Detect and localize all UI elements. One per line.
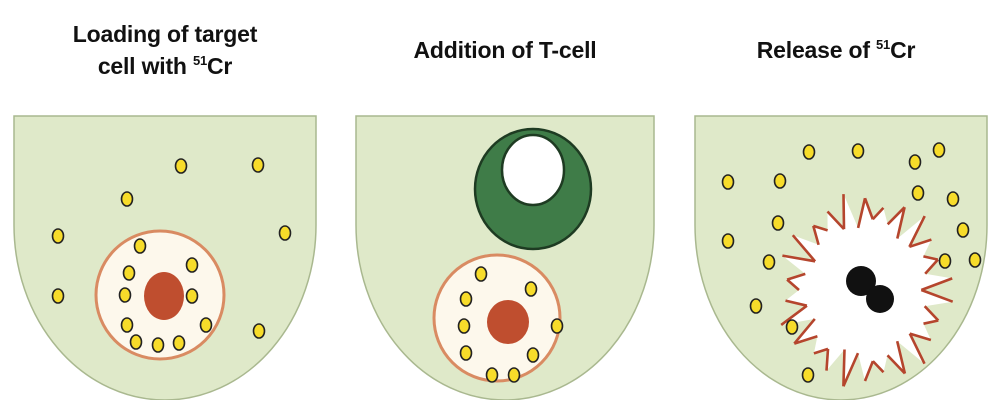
chromium-dot — [174, 336, 185, 350]
isotope-mass: 51 — [193, 53, 207, 68]
chromium-dot — [461, 292, 472, 306]
chromium-dot — [253, 158, 264, 172]
chromium-dot — [487, 368, 498, 382]
chromium-dot — [528, 348, 539, 362]
chromium-dot — [122, 192, 133, 206]
chromium-dot — [948, 192, 959, 206]
chromium-dot — [459, 319, 470, 333]
chromium-dot — [940, 254, 951, 268]
chromium-dot — [153, 338, 164, 352]
chromium-dot — [723, 234, 734, 248]
chromium-dot — [751, 299, 762, 313]
chromium-dot — [804, 145, 815, 159]
chromium-dot — [187, 258, 198, 272]
title-line-1: Addition of T-cell — [340, 34, 670, 66]
title-line-1: Release of 51Cr — [683, 34, 989, 66]
chromium-dot — [775, 174, 786, 188]
chromium-dot — [124, 266, 135, 280]
chromium-dot — [552, 319, 563, 333]
chromium-dot — [853, 144, 864, 158]
chromium-dot — [201, 318, 212, 332]
title-line-1: Loading of target — [0, 18, 330, 50]
panel-addition: Addition of T-cell — [340, 0, 670, 400]
chromium-dot — [787, 320, 798, 334]
chromium-dot — [461, 346, 472, 360]
chromium-dot — [913, 186, 924, 200]
chromium-dot — [723, 175, 734, 189]
chromium-dot — [526, 282, 537, 296]
chromium-dot — [958, 223, 969, 237]
panel-title-addition: Addition of T-cell — [340, 34, 670, 66]
isotope-symbol: Cr — [207, 53, 232, 79]
chromium-dot — [476, 267, 487, 281]
panel-title-loading: Loading of target cell with 51Cr — [0, 18, 330, 82]
chromium-dot — [131, 335, 142, 349]
t-cell — [475, 129, 591, 249]
title-prefix: Release of — [757, 37, 876, 63]
isotope-symbol: Cr — [890, 37, 915, 63]
title-line-2-prefix: cell with — [98, 53, 193, 79]
panel-loading: Loading of target cell with 51Cr — [0, 0, 330, 400]
chromium-dot — [764, 255, 775, 269]
chromium-dot — [803, 368, 814, 382]
chromium-dot — [509, 368, 520, 382]
well-loading — [0, 110, 330, 400]
nuclear-fragment — [866, 285, 894, 313]
chromium-dot — [135, 239, 146, 253]
chromium-dot — [970, 253, 981, 267]
chromium-dot — [120, 288, 131, 302]
chromium-dot — [773, 216, 784, 230]
well-addition — [340, 110, 670, 400]
chromium-dot — [910, 155, 921, 169]
isotope-mass: 51 — [876, 37, 890, 52]
chromium-dot — [53, 229, 64, 243]
panel-title-release: Release of 51Cr — [683, 34, 989, 66]
target-cell-nucleus — [487, 300, 529, 344]
target-cell-nucleus — [144, 272, 184, 320]
chromium-dot — [53, 289, 64, 303]
chromium-dot — [934, 143, 945, 157]
chromium-dot — [176, 159, 187, 173]
chromium-dot — [187, 289, 198, 303]
well-release — [683, 110, 989, 400]
chromium-dot — [280, 226, 291, 240]
chromium-dot — [122, 318, 133, 332]
t-cell-nucleus — [502, 135, 564, 205]
panel-release: Release of 51Cr — [683, 0, 989, 400]
chromium-dot — [254, 324, 265, 338]
target-cell — [434, 255, 560, 381]
title-line-2: cell with 51Cr — [0, 50, 330, 82]
